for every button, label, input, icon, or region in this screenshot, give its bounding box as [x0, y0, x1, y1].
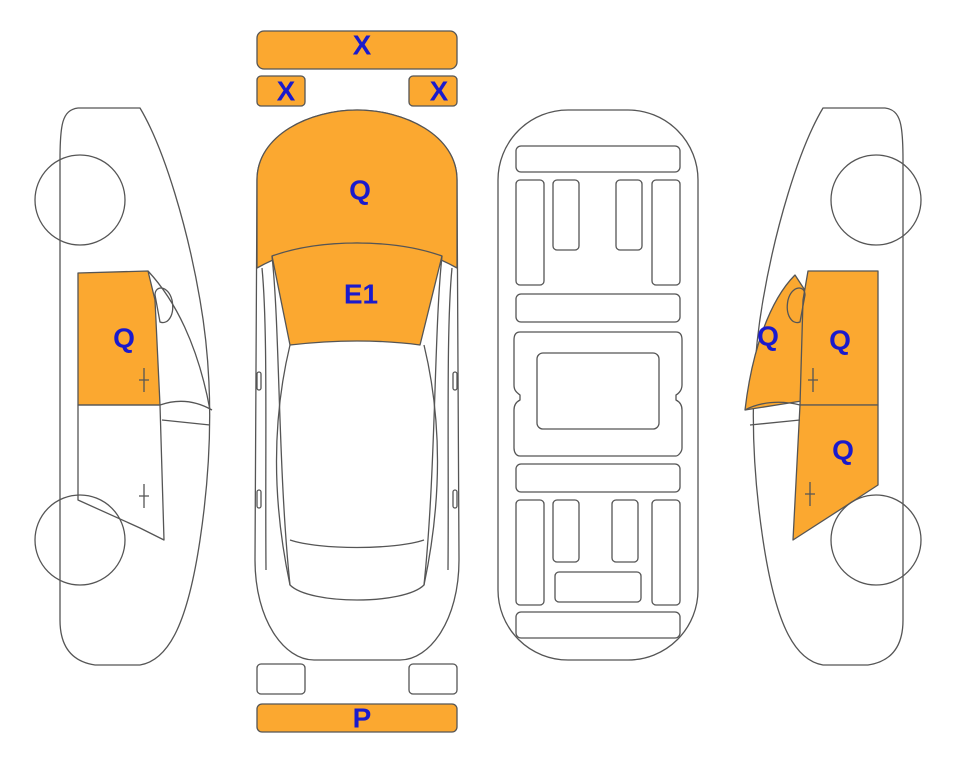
left-front-wheel	[34, 154, 126, 246]
label-hood: Q	[349, 174, 371, 205]
label-front-bumper: X	[353, 29, 372, 60]
right-front-wheel	[830, 154, 922, 246]
front-bumper	[256, 30, 458, 70]
label-right-headlight: X	[430, 75, 449, 106]
left-rear-wheel	[34, 494, 126, 586]
label-right-rear-door: Q	[832, 434, 854, 465]
underbody-front-left-inner	[552, 179, 580, 251]
left-body-outline	[59, 107, 211, 666]
underbody-view	[497, 109, 699, 661]
right-body-outline	[752, 107, 904, 666]
right-rear-wheel	[830, 494, 922, 586]
rear-bumper	[256, 703, 458, 733]
right-pillar-line	[423, 255, 453, 586]
left-side-view	[34, 107, 213, 666]
right-side-view	[744, 107, 922, 666]
underbody-front-left-rail	[515, 179, 545, 286]
right-mirror	[786, 287, 806, 324]
label-right-front-door: Q	[829, 324, 851, 355]
underbody-rear-right-inner	[611, 499, 639, 563]
right-handle-rear	[805, 482, 815, 506]
right-taillight	[408, 663, 458, 695]
label-windshield: E1	[344, 278, 378, 309]
right-mirror-rear	[452, 489, 458, 509]
right-headlight	[408, 75, 458, 107]
rear-window-line	[289, 539, 425, 549]
underbody-front-right-rail	[651, 179, 681, 286]
roof-outline	[275, 344, 439, 601]
underbody-crossmember-2	[515, 463, 681, 493]
underbody-rear-right-rail	[651, 499, 681, 606]
left-mirror	[154, 287, 174, 324]
underbody-rear-left-rail	[515, 499, 545, 606]
right-rear-door-panel	[792, 404, 879, 541]
left-mirror-top	[256, 371, 262, 391]
underbody-front-bar	[515, 145, 681, 173]
underbody-crossmember-1	[515, 293, 681, 323]
underbody-front-right-inner	[615, 179, 643, 251]
underbody-outline	[497, 109, 699, 661]
right-window-line	[744, 401, 801, 426]
right-handle-front	[808, 368, 818, 392]
top-view	[254, 30, 460, 733]
underbody-center-plate	[536, 352, 660, 430]
left-handle-front	[139, 368, 149, 392]
left-mirror-rear	[256, 489, 262, 509]
underbody-rear-bar	[515, 611, 681, 639]
underbody-center-frame	[513, 331, 683, 457]
label-rear-bumper: P	[353, 702, 372, 733]
left-headlight	[256, 75, 306, 107]
label-right-a-pillar: Q	[757, 320, 779, 351]
label-left-front-door: Q	[113, 322, 135, 353]
label-left-headlight: X	[277, 75, 296, 106]
underbody-rear-left-inner	[552, 499, 580, 563]
windshield-panel	[271, 242, 443, 346]
left-handle-rear	[139, 484, 149, 508]
right-mirror-top	[452, 371, 458, 391]
left-taillight	[256, 663, 306, 695]
underbody-rear-bar-small	[554, 571, 642, 603]
left-pillar-line	[261, 255, 291, 586]
left-window-line	[147, 270, 213, 426]
left-rear-door-panel	[77, 404, 165, 541]
left-front-door-panel	[77, 270, 161, 406]
